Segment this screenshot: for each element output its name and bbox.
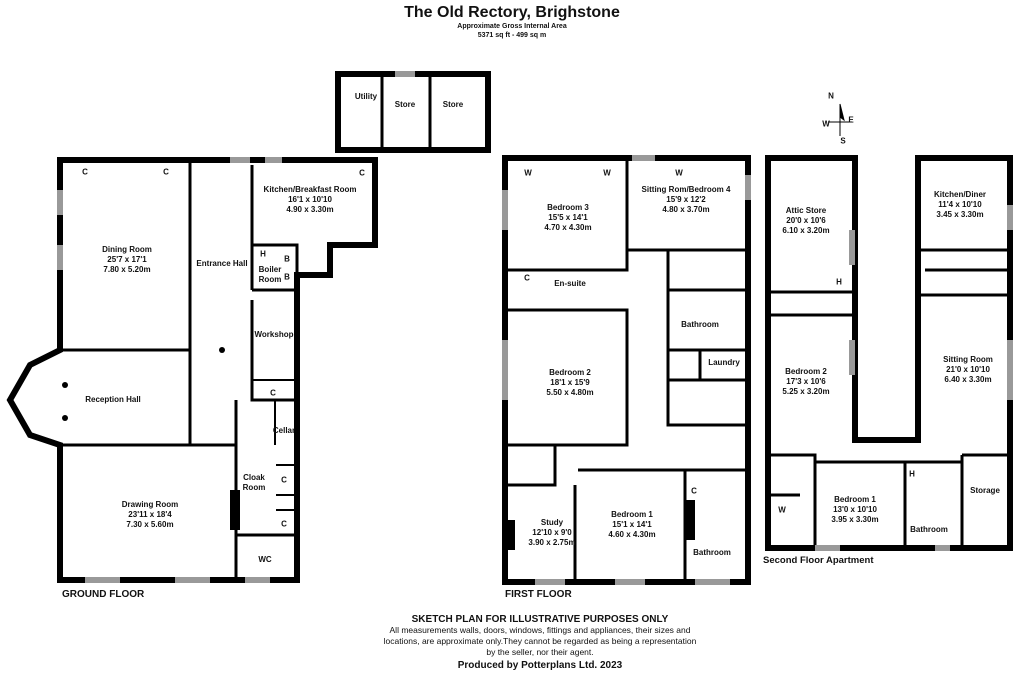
room-store: Store (442, 100, 464, 109)
cupboard-label: C (281, 519, 287, 529)
room-bathroom: Bathroom (910, 525, 948, 534)
plan-subtitle: Approximate Gross Internal Area (457, 23, 567, 30)
plan-header: The Old Rectory, Brighstone Approximate … (0, 4, 1024, 40)
wardrobe-label: W (675, 168, 683, 178)
first-floor-walls (502, 155, 751, 585)
room-store: Store (394, 100, 416, 109)
room-workshop: Workshop (254, 330, 294, 339)
plan-footer: SKETCH PLAN FOR ILLUSTRATIVE PURPOSES ON… (380, 614, 700, 671)
second-floor-label: Second Floor Apartment (763, 555, 874, 566)
room-en-suite: En-suite (554, 279, 586, 288)
wardrobe-label: W (603, 168, 611, 178)
plan-title: The Old Rectory, Brighstone (404, 4, 620, 21)
boiler-label: B (284, 254, 290, 264)
cupboard-label: C (270, 388, 276, 398)
ground-floor-walls (6, 71, 491, 583)
cupboard-label: C (281, 475, 287, 485)
compass-east: E (848, 115, 854, 125)
cupboard-label: C (359, 168, 365, 178)
heater-label: H (260, 249, 266, 259)
heater-label: H (909, 469, 915, 479)
room-storage: Storage (970, 486, 1000, 495)
heater-label: H (836, 277, 842, 287)
compass-south: S (840, 136, 846, 146)
disclaimer-text: All measurements walls, doors, windows, … (383, 625, 697, 657)
room-entrance-hall: Entrance Hall (196, 259, 248, 268)
room-laundry: Laundry (708, 358, 740, 367)
room-wc: WC (258, 555, 272, 564)
credit: Produced by Potterplans Ltd. 2023 (457, 660, 623, 671)
plan-area: 5371 sq ft - 499 sq m (477, 32, 547, 39)
wardrobe-label: W (524, 168, 532, 178)
compass-icon (828, 103, 852, 136)
boiler-label: B (284, 272, 290, 282)
cupboard-label: C (691, 486, 697, 496)
compass-west: W (822, 119, 830, 129)
room-bathroom: Bathroom (681, 320, 719, 329)
disclaimer-title: SKETCH PLAN FOR ILLUSTRATIVE PURPOSES ON… (411, 614, 669, 625)
second-floor-walls (765, 155, 1013, 551)
room-boiler-room: Boiler Room (258, 265, 282, 284)
compass-north: N (828, 91, 834, 101)
cupboard-label: C (524, 273, 530, 283)
room-utility: Utility (354, 92, 378, 101)
room-cloak-room: Cloak Room (242, 473, 266, 492)
room-reception-hall: Reception Hall (85, 395, 141, 404)
room-bathroom: Bathroom (693, 548, 731, 557)
wardrobe-label: W (778, 505, 786, 515)
cupboard-label: C (163, 167, 169, 177)
first-floor-label: FIRST FLOOR (505, 589, 572, 600)
cupboard-label: C (82, 167, 88, 177)
ground-floor-label: GROUND FLOOR (62, 589, 145, 600)
room-cellar: Cellar (272, 426, 296, 435)
